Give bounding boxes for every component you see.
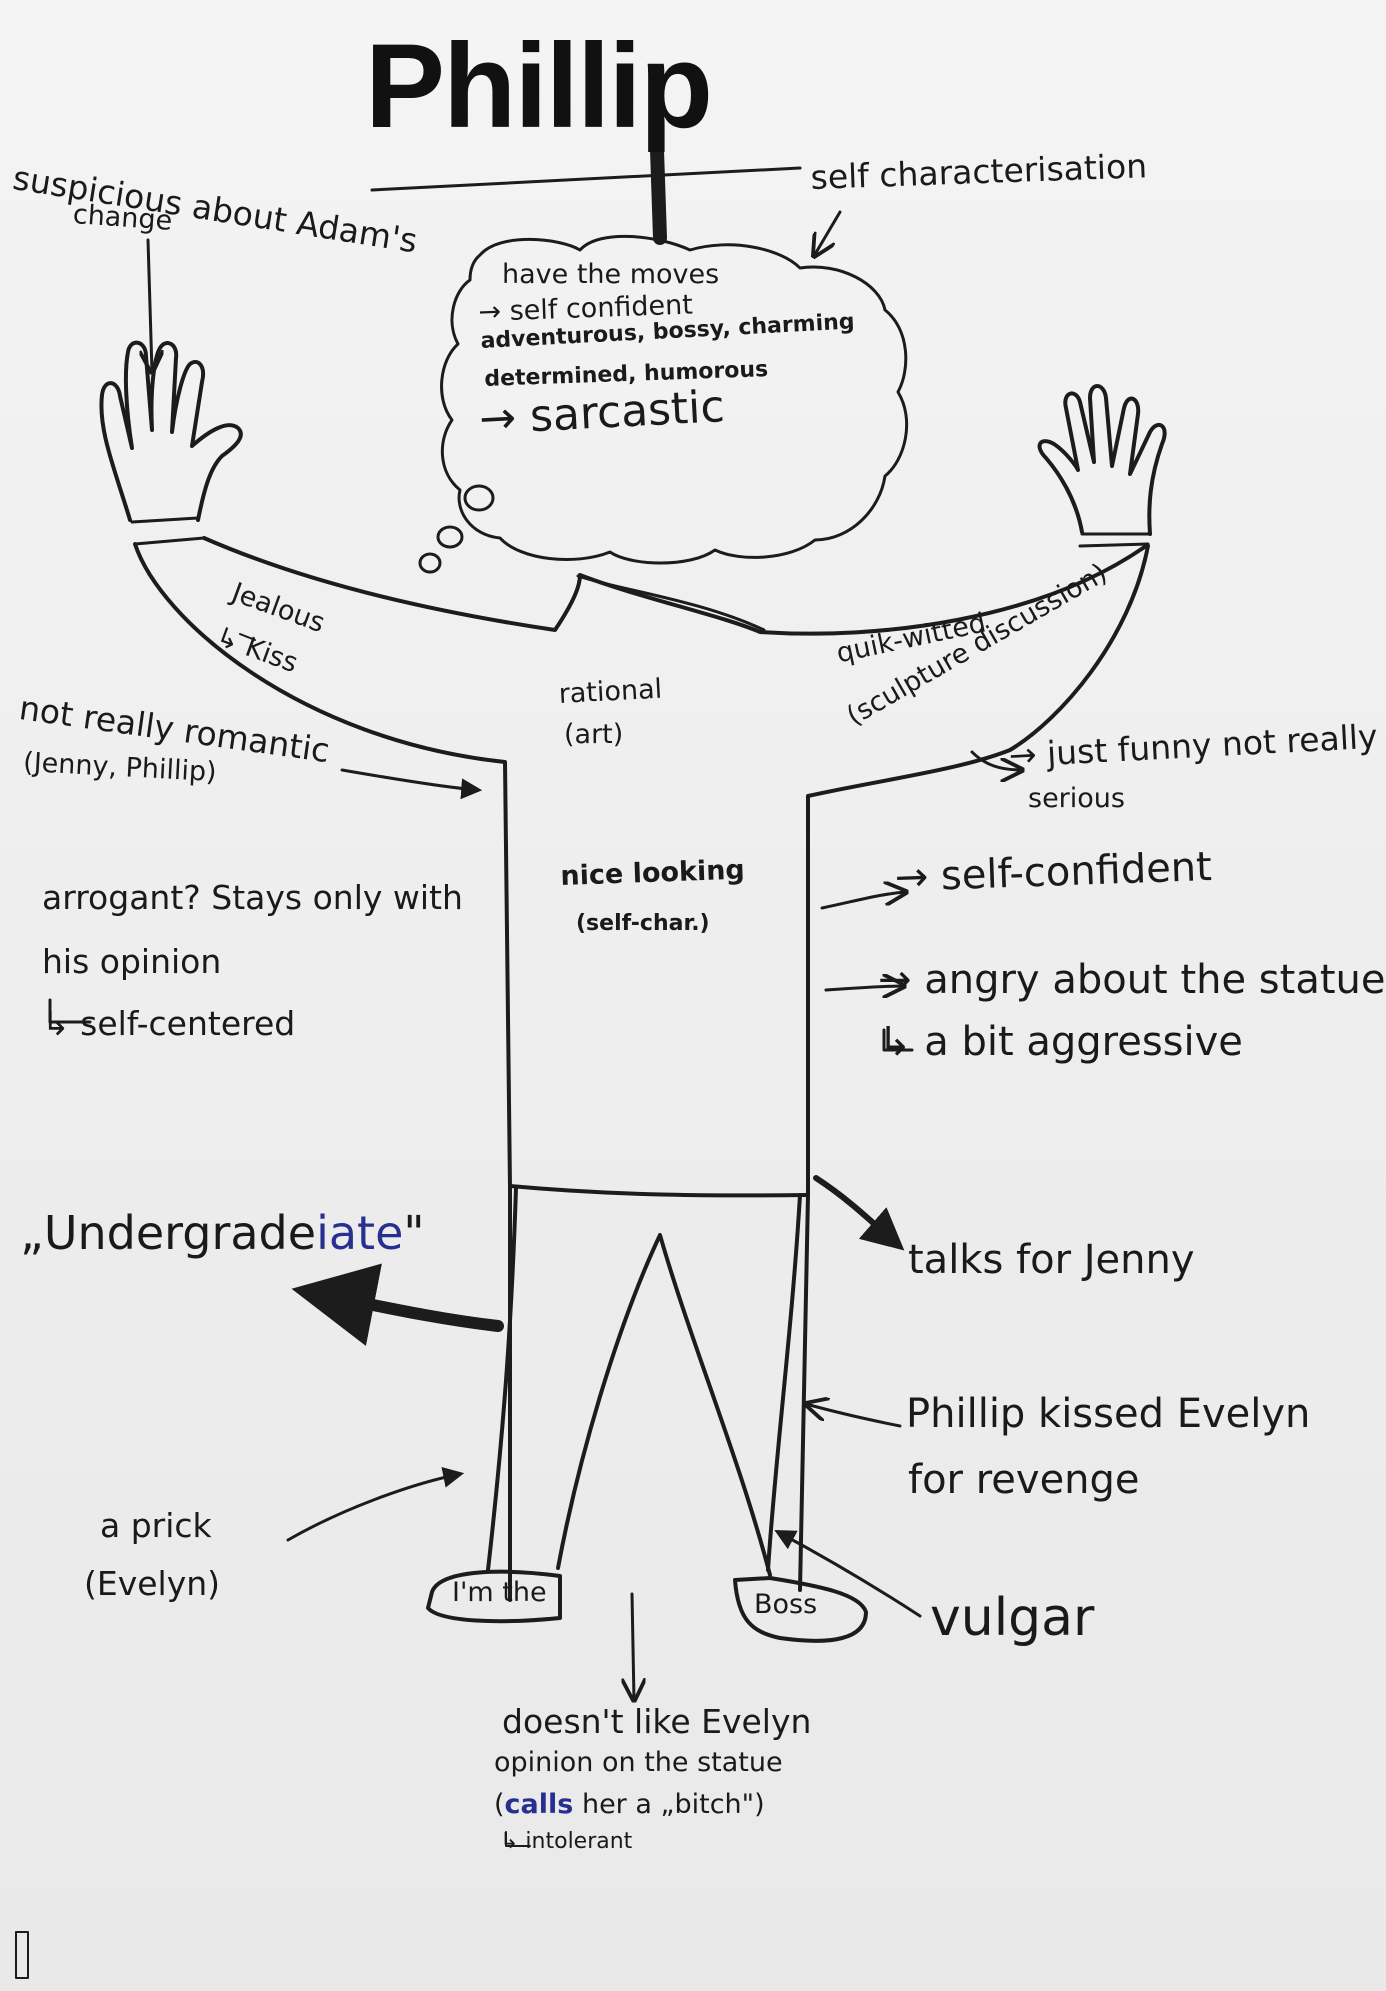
label-kissed-evelyn: Phillip kissed Evelyn (906, 1391, 1311, 1437)
arrow-intolerant (505, 1831, 531, 1847)
arrow-suspicious (148, 238, 152, 372)
right-cuff (1078, 532, 1152, 548)
label-revenge: for revenge (908, 1457, 1140, 1503)
label-self-char: (self-char.) (576, 911, 710, 936)
inner-leg (556, 1233, 772, 1577)
title-stem (650, 143, 667, 245)
label-prick-evelyn: (Evelyn) (84, 1564, 221, 1603)
label-dislike-statue: opinion on the statue (494, 1747, 783, 1778)
label-arrogant-opinion: his opinion (42, 942, 222, 981)
label-calls-her: (calls her a „bitch") (494, 1790, 765, 1820)
label-angry-statue: → angry about the statue (878, 957, 1386, 1003)
arrow-vulgar (774, 1530, 922, 1618)
arrow-undergrad (291, 1263, 504, 1347)
right-hand (1037, 384, 1167, 536)
shirt-hem (508, 1184, 810, 1198)
left-cuff (130, 516, 206, 546)
arrow-not-romantic (340, 768, 483, 800)
label-self-centered: ↳ self-centered (42, 1004, 296, 1043)
label-undergrad-quote: " (403, 1206, 425, 1260)
thought-bubble-3 (418, 552, 442, 574)
arrow-angry (824, 986, 904, 990)
arrow-talks-for-jenny (813, 1175, 905, 1251)
right-leg (766, 1193, 802, 1572)
label-rational-art: (art) (564, 719, 624, 750)
arrow-just-funny (970, 750, 1022, 770)
arrow-self-char (814, 210, 842, 256)
thought-have-the-moves: have the moves (502, 259, 720, 290)
arrow-jealous (239, 633, 256, 641)
label-nice-looking: nice looking (559, 854, 746, 892)
label-rational: rational (557, 673, 663, 710)
arrow-self-confident (820, 892, 906, 910)
label-talks-for-jenny: talks for Jenny (908, 1237, 1195, 1283)
label-calls-word: calls (504, 1789, 574, 1820)
label-aggressive: ↳ a bit aggressive (878, 1019, 1243, 1065)
shoe-left-text: I'm the (452, 1577, 547, 1608)
author-marker (15, 1931, 29, 1979)
title-underline (370, 166, 802, 192)
left-shoe (426, 1569, 562, 1624)
arrow-dislike (632, 1592, 634, 1700)
left-hand (99, 340, 243, 522)
page-title: Phillip (365, 19, 713, 153)
thought-cloud (440, 234, 909, 565)
arrow-kissed (806, 1404, 902, 1428)
label-calls-paren: ( (494, 1789, 505, 1820)
label-dislike-evelyn: doesn't like Evelyn (502, 1702, 812, 1741)
label-just-funny-serious: serious (1028, 783, 1125, 814)
collar (576, 574, 766, 632)
label-prick: a prick (100, 1506, 212, 1545)
label-intolerant: ↳ intolerant (500, 1829, 633, 1854)
arrow-aggressive (882, 1028, 914, 1052)
label-vulgar: vulgar (930, 1588, 1095, 1648)
left-leg (486, 1186, 518, 1572)
label-undergrad: „Undergradeiate" (20, 1208, 425, 1259)
label-undergrad-correction: iate (316, 1206, 404, 1260)
label-calls-rest: her a „bitch") (581, 1789, 765, 1820)
label-arrogant: arrogant? Stays only with (42, 878, 463, 917)
right-shoe (733, 1576, 868, 1643)
shoe-right-text: Boss (754, 1589, 818, 1620)
arrow-prick (286, 1467, 465, 1542)
label-undergrad-text: „Undergrade (20, 1206, 317, 1260)
arrow-self-centered (48, 998, 92, 1024)
thought-bubble-1 (463, 484, 495, 512)
thought-bubble-2 (436, 525, 464, 549)
